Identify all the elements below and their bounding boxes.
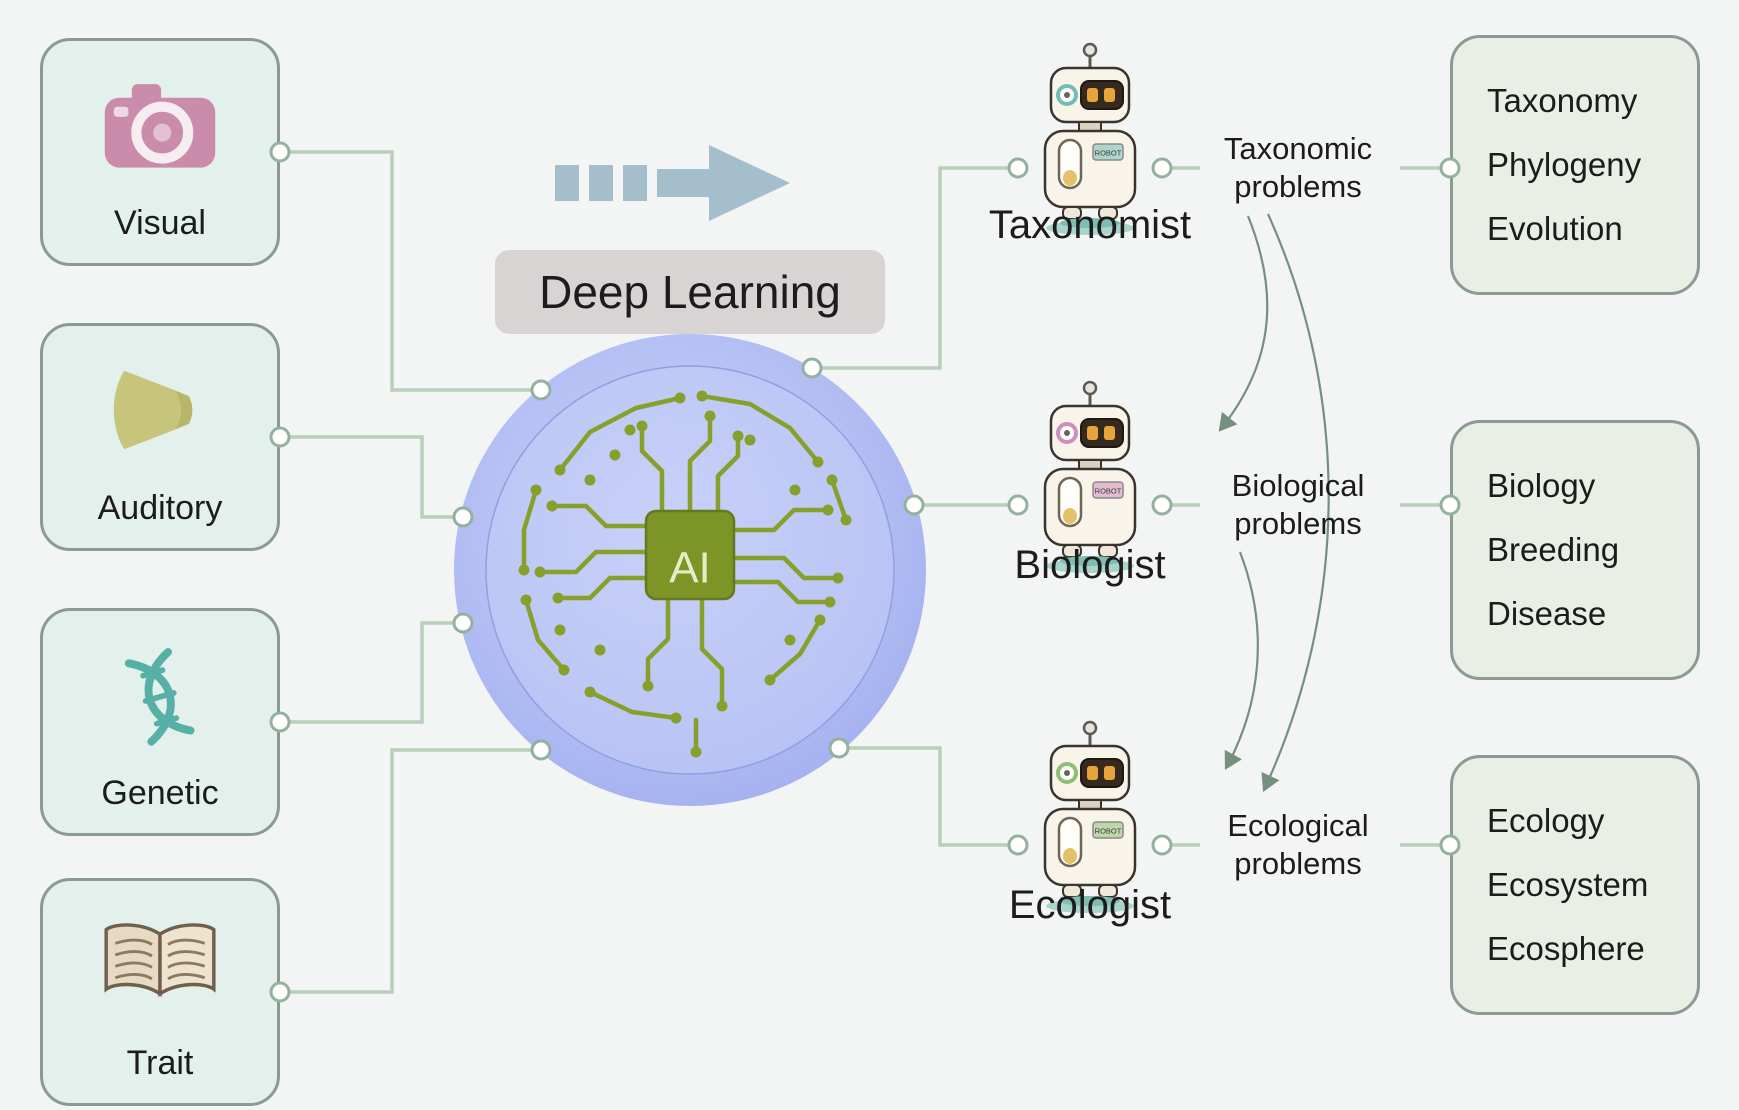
output-item: Ecosphere <box>1487 930 1645 967</box>
book-icon <box>104 923 216 997</box>
camera-icon <box>104 84 216 168</box>
input-label: Visual <box>114 204 206 242</box>
problem-word: problems <box>1234 506 1362 541</box>
output-item: Taxonomy <box>1487 82 1638 119</box>
input-box-trait: Trait <box>40 878 280 1106</box>
input-box-visual: Visual <box>40 38 280 266</box>
robot-ecologist: ROBOT <box>1015 718 1165 918</box>
input-box-genetic: Genetic <box>40 608 280 836</box>
problem-word: Taxonomic <box>1223 131 1373 166</box>
robot-illustration: ROBOT <box>1015 718 1165 923</box>
robot-illustration: ROBOT <box>1015 40 1165 245</box>
output-box-ecology: Ecology Ecosystem Ecosphere <box>1450 755 1700 1015</box>
output-item: Disease <box>1487 595 1607 632</box>
robot-name-taxonomist: Taxonomist <box>988 203 1192 247</box>
deep-learning-label: Deep Learning <box>495 250 885 334</box>
ai-brain-icon: AI <box>454 334 926 806</box>
output-item: Evolution <box>1487 210 1623 247</box>
ai-brain: AI <box>440 320 940 825</box>
cross-reference-arrows <box>1218 213 1330 792</box>
problem-label-biological: Biological problems <box>1168 467 1428 543</box>
robot-taxonomist: ROBOT <box>1015 40 1165 240</box>
output-item: Breeding <box>1487 531 1620 568</box>
input-box-auditory: Auditory <box>40 323 280 551</box>
problem-word: problems <box>1234 846 1362 881</box>
problem-label-ecological: Ecological problems <box>1168 807 1428 883</box>
input-label: Genetic <box>101 774 219 812</box>
ai-chip <box>644 509 736 601</box>
dna-icon <box>124 648 195 746</box>
input-label: Auditory <box>97 489 223 527</box>
robot-name-ecologist: Ecologist <box>1008 883 1172 927</box>
robot-biologist: ROBOT <box>1015 378 1165 578</box>
flow-arrow-icon <box>555 145 790 221</box>
output-box-biology: Biology Breeding Disease <box>1450 420 1700 680</box>
svg-text:ROBOT: ROBOT <box>1095 149 1122 158</box>
problem-word: problems <box>1234 169 1362 204</box>
problem-label-taxonomic: Taxonomic problems <box>1168 130 1428 206</box>
svg-text:ROBOT: ROBOT <box>1095 487 1122 496</box>
problem-word: Biological <box>1231 468 1365 503</box>
input-label: Trait <box>126 1044 194 1082</box>
circuit-brain-icon: AI <box>518 390 852 758</box>
output-item: Phylogeny <box>1487 146 1642 183</box>
ai-chip-label: AI <box>669 544 711 593</box>
robot-name-biologist: Biologist <box>1014 543 1166 587</box>
output-box-taxonomy: Taxonomy Phylogeny Evolution <box>1450 35 1700 295</box>
speaker-icon <box>113 370 193 450</box>
output-item: Ecology <box>1487 802 1605 839</box>
svg-text:ROBOT: ROBOT <box>1095 827 1122 836</box>
robot-illustration: ROBOT <box>1015 378 1165 583</box>
output-item: Ecosystem <box>1487 866 1649 903</box>
output-item: Biology <box>1487 467 1596 504</box>
problem-word: Ecological <box>1227 808 1369 843</box>
